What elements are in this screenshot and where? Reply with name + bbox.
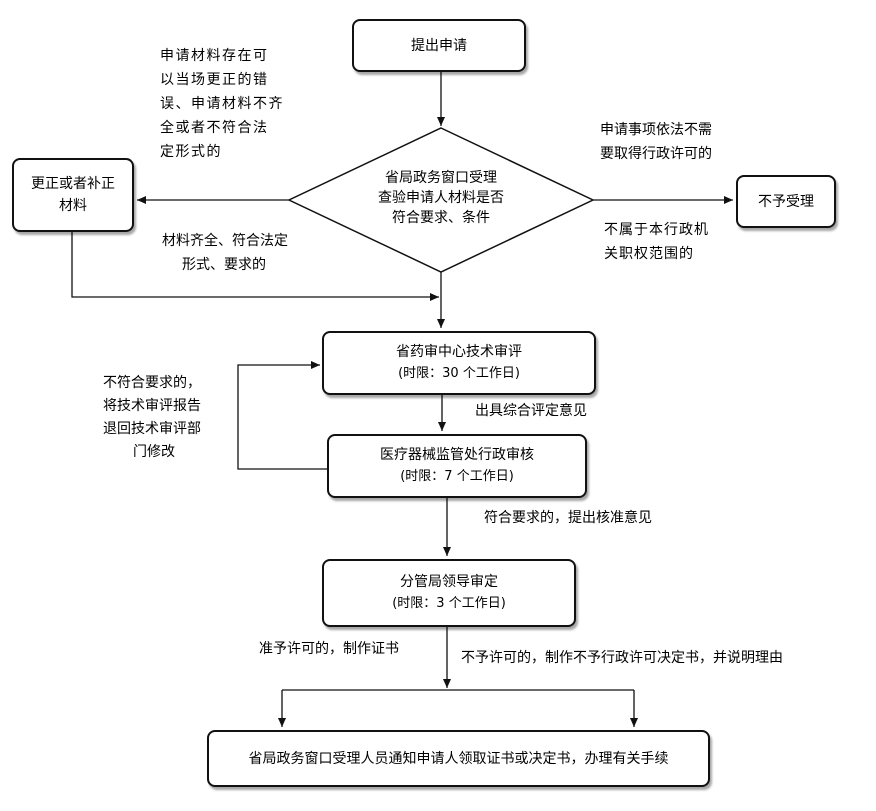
correctable-line-4: 全或者不符合法 — [160, 120, 269, 136]
grant-text: 准予许可的，制作证书 — [259, 641, 399, 657]
not-in-scope-line-2: 关职权范围的 — [604, 246, 694, 262]
issue-opinion-label: 出具综合评定意见 — [475, 399, 587, 423]
arrow-admin-return — [237, 361, 327, 470]
no-permit-needed-label: 申请事项依法不需 要取得行政许可的 — [600, 118, 712, 166]
complete-line-1: 材料齐全、符合法定 — [162, 233, 288, 249]
return-line-3: 退回技术审评部 — [103, 421, 201, 437]
leader-review-box: 分管局领导审定 (时限：3 个工作日) — [322, 559, 576, 627]
correctable-line-5: 定形式的 — [160, 144, 222, 160]
propose-text: 提出核准意见 — [568, 510, 652, 526]
correctable-line-1: 申请材料存在可 — [160, 48, 269, 64]
admin-review-box: 医疗器械监管处行政审核 (时限：7 个工作日) — [327, 434, 587, 498]
correct-line-2: 材料 — [59, 198, 87, 214]
return-line-2: 将技术审评报告 — [103, 398, 201, 414]
reject-label: 不予受理 — [758, 193, 814, 210]
window-check-text: 省局政务窗口受理 查验申请人材料是否 符合要求、条件 — [341, 168, 541, 228]
tech-review-limit: (时限：30 个工作日) — [398, 366, 520, 381]
complete-line-2: 形式、要求的 — [182, 257, 266, 273]
correct-line-1: 更正或者补正 — [31, 176, 115, 192]
no-permit-line-2: 要取得行政许可的 — [600, 146, 712, 162]
submit-label: 提出申请 — [411, 37, 467, 54]
notify-label: 省局政务窗口受理人员通知申请人领取证书或决定书，办理有关手续 — [248, 750, 669, 767]
return-line-1: 不符合要求的， — [103, 375, 201, 391]
materials-complete-label: 材料齐全、符合法定 形式、要求的 — [162, 229, 288, 277]
window-check-line-3: 符合要求、条件 — [392, 210, 490, 226]
leader-review-limit: (时限：3 个工作日) — [392, 596, 506, 611]
notify-box: 省局政务窗口受理人员通知申请人领取证书或决定书，办理有关手续 — [207, 730, 710, 787]
deny-label: 不予许可的，制作不予行政许可决定书，并说明理由 — [461, 646, 783, 670]
return-review-label: 不符合要求的， 将技术审评报告 退回技术审评部 门修改 — [103, 372, 201, 464]
correctable-line-2: 以当场更正的错 — [160, 72, 269, 88]
not-in-scope-label: 不属于本行政机 关职权范围的 — [604, 218, 709, 266]
submit-application-box: 提出申请 — [352, 19, 526, 72]
correctable-condition-label: 申请材料存在可 以当场更正的错 误、申请材料不齐 全或者不符合法 定形式的 — [160, 44, 284, 164]
correct-materials-box: 更正或者补正 材料 — [12, 158, 134, 232]
reject-box: 不予受理 — [736, 175, 836, 228]
window-check-line-2: 查验申请人材料是否 — [378, 190, 504, 206]
window-check-line-1: 省局政务窗口受理 — [385, 170, 497, 186]
grant-label: 准予许可的，制作证书 — [259, 637, 399, 661]
correctable-line-3: 误、申请材料不齐 — [160, 96, 284, 112]
admin-review-title: 医疗器械监管处行政审核 — [380, 447, 534, 463]
admin-review-limit: (时限：7 个工作日) — [400, 469, 514, 484]
arrow-correct-back — [71, 232, 439, 301]
meets-req-text: 符合要求的， — [484, 510, 568, 526]
not-in-scope-line-1: 不属于本行政机 — [604, 222, 709, 238]
meets-requirement-label: 符合要求的，提出核准意见 — [484, 506, 652, 530]
tech-review-box: 省药审中心技术审评 (时限：30 个工作日) — [322, 331, 596, 395]
no-permit-line-1: 申请事项依法不需 — [600, 122, 712, 138]
return-line-4: 门修改 — [133, 444, 175, 460]
tech-review-title: 省药审中心技术审评 — [396, 344, 522, 360]
deny-text: 不予许可的，制作不予行政许可决定书，并说明理由 — [461, 650, 783, 666]
issue-opinion-text: 出具综合评定意见 — [475, 403, 587, 419]
leader-review-title: 分管局领导审定 — [400, 574, 498, 590]
